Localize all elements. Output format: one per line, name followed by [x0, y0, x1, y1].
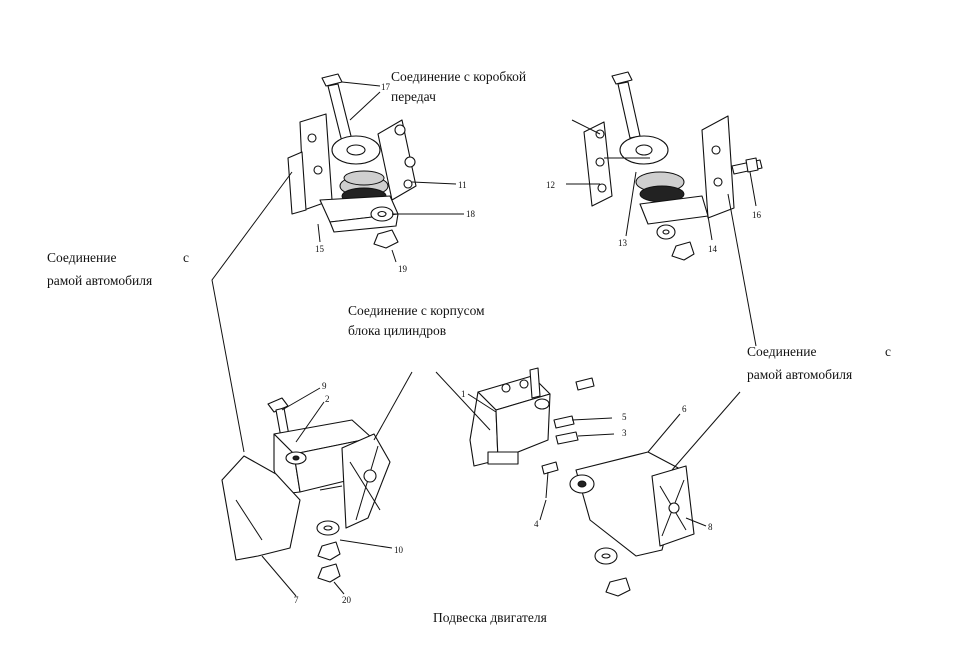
label-frame-connection-right: Соединение [747, 344, 816, 359]
label-cylinder-block-connection-line2: блока цилиндров [348, 323, 446, 338]
part-number-12: 12 [546, 180, 555, 190]
part-number-1: 1 [461, 389, 466, 399]
part-number-4: 4 [534, 519, 539, 529]
part-number-15: 15 [315, 244, 325, 254]
label-frame-connection-left-line2: рамой автомобиля [47, 273, 152, 288]
part-number-9: 9 [322, 381, 327, 391]
bottom-right-mount-assembly [469, 367, 695, 597]
part-number-2: 2 [325, 394, 330, 404]
label-cylinder-block-connection: Соединение с корпусом [348, 303, 485, 318]
part-number-14: 14 [708, 244, 718, 254]
diagram-title: Подвеска двигателя [433, 610, 547, 625]
label-frame-connection-right-word2: с [885, 344, 891, 359]
label-frame-connection-right-line2: рамой автомобиля [747, 367, 852, 382]
bottom-left-mount-assembly [221, 397, 391, 583]
part-numbers: 17 11 18 15 19 12 13 14 16 9 2 1 5 3 6 4… [294, 82, 762, 605]
part-number-17: 17 [381, 82, 391, 92]
label-gearbox-connection: Соединение с коробкой [391, 69, 526, 84]
part-number-16: 16 [752, 210, 762, 220]
label-frame-connection-left-word2: с [183, 250, 189, 265]
top-right-mount-assembly [583, 71, 763, 261]
top-left-mount-assembly [287, 73, 417, 249]
part-number-6: 6 [682, 404, 687, 414]
part-number-20: 20 [342, 595, 352, 605]
part-number-5: 5 [622, 412, 627, 422]
label-gearbox-connection-line2: передач [391, 89, 436, 104]
part-number-18: 18 [466, 209, 476, 219]
callout-labels: Соединение с коробкой передач Соединение… [47, 69, 891, 625]
part-number-19: 19 [398, 264, 408, 274]
label-frame-connection-left: Соединение [47, 250, 116, 265]
connection-lines [211, 81, 757, 597]
part-number-3: 3 [622, 428, 627, 438]
part-number-7: 7 [294, 595, 299, 605]
part-number-11: 11 [458, 180, 467, 190]
part-number-8: 8 [708, 522, 713, 532]
part-number-13: 13 [618, 238, 628, 248]
part-number-10: 10 [394, 545, 404, 555]
